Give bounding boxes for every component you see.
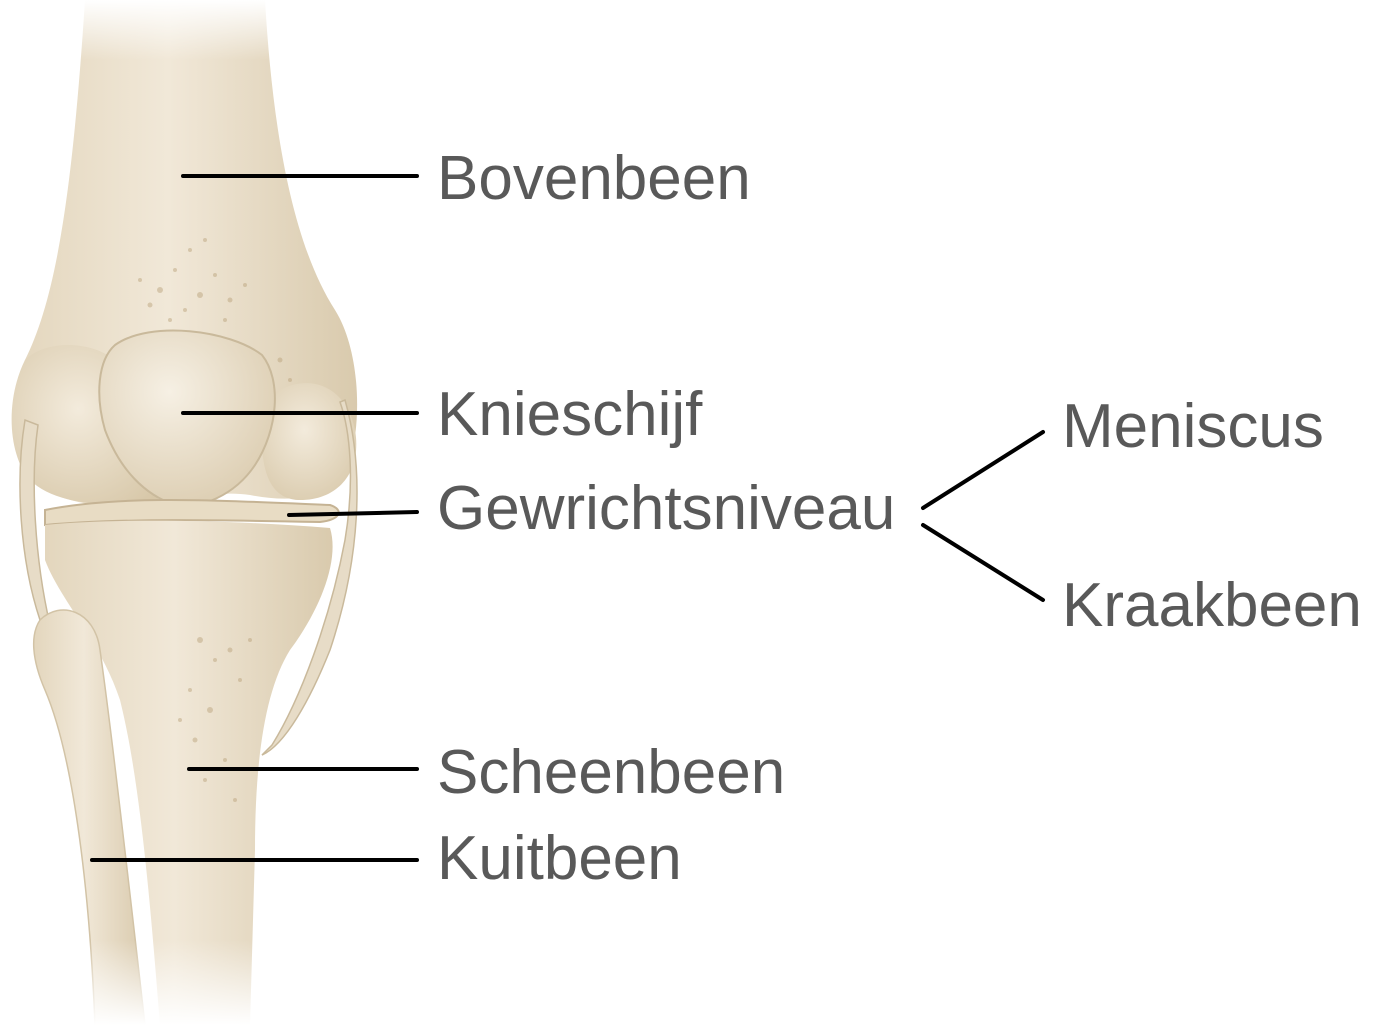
- label-meniscus: Meniscus: [1062, 396, 1324, 458]
- label-tibia: Scheenbeen: [437, 742, 785, 804]
- label-cartilage: Kraakbeen: [1062, 575, 1362, 637]
- label-patella: Knieschijf: [437, 384, 702, 446]
- label-joint-level: Gewrichtsniveau: [437, 478, 895, 540]
- leader-line-cartilage: [923, 525, 1043, 600]
- label-femur: Bovenbeen: [437, 148, 751, 210]
- top-fade: [0, 0, 380, 60]
- leader-line-meniscus: [923, 432, 1043, 508]
- bottom-fade: [0, 940, 380, 1025]
- label-fibula: Kuitbeen: [437, 828, 682, 890]
